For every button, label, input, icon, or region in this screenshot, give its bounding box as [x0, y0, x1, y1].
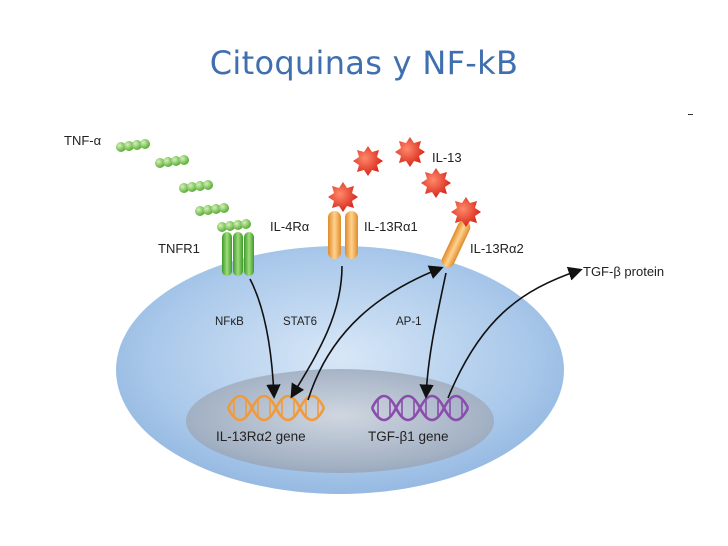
il13ra2-feedback-arrow [307, 265, 444, 401]
ap1-arrow [419, 272, 447, 399]
nucleus [186, 369, 494, 473]
il13ra2-label: IL-13Rα2 [470, 241, 524, 256]
il13-star [421, 168, 451, 198]
slide-title: Citoquinas y NF-kB [209, 44, 519, 82]
il13ra2-receptor [441, 220, 471, 268]
stat6-arrow [290, 265, 343, 399]
il13ra2-dna [226, 394, 326, 422]
tnf-alpha-label: TNF-α [64, 133, 102, 148]
il13-label: IL-13 [432, 150, 462, 165]
nfkb-label: NFκB [215, 316, 244, 328]
il13-star [451, 197, 481, 227]
il4ra-il13ra1-receptor [328, 211, 358, 259]
il13ra1-label: IL-13Rα1 [364, 219, 418, 234]
tgfb1-dna [370, 394, 470, 422]
il13-ligands [328, 137, 481, 227]
stat6-label: STAT6 [283, 316, 317, 328]
il13ra2-gene-label: IL-13Rα2 gene [216, 429, 306, 444]
il4ra-label: IL-4Rα [270, 219, 310, 234]
il13-star [395, 137, 425, 167]
ap1-label: AP-1 [396, 316, 422, 328]
tnfr1-label: TNFR1 [158, 241, 200, 256]
signal-arrows [249, 265, 583, 401]
tgfb-secretion-arrow [447, 266, 583, 399]
nfkb-arrow [249, 278, 281, 399]
tnfr1-receptor [222, 232, 254, 276]
il13-star [353, 146, 383, 176]
il13-star [328, 182, 358, 212]
tgfb-protein-label: TGF-β protein [583, 264, 664, 279]
slide-mark [688, 114, 693, 115]
tnf-alpha-ligands [116, 139, 251, 232]
tgfb1-gene-label: TGF-β1 gene [368, 429, 449, 444]
